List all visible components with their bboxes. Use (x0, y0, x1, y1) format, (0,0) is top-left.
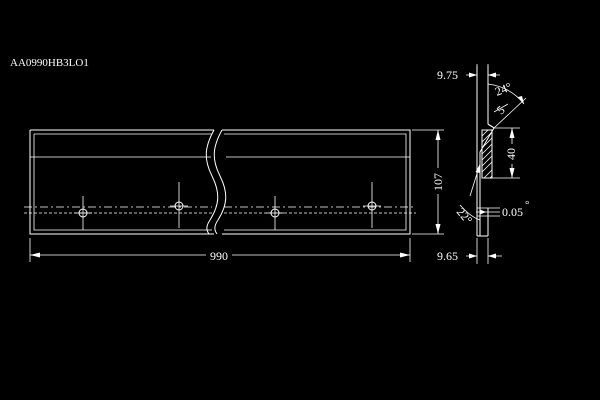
top-thickness-extension (476, 64, 489, 88)
arrow (475, 164, 480, 173)
arrow (509, 128, 515, 138)
arrow-left (30, 252, 40, 258)
bottom-thickness-label: 9.65 (437, 249, 458, 263)
hole-center-mark (363, 182, 381, 228)
blade-inner-right (224, 133, 407, 231)
bevel-hatch (481, 129, 493, 179)
arrow (509, 168, 515, 178)
top-thickness-dimension: 9.75 (437, 64, 500, 88)
arrow (469, 253, 477, 259)
bevel-edge (487, 123, 495, 129)
height-label: 107 (431, 173, 445, 191)
length-label: 990 (210, 249, 228, 263)
hatch-lines (481, 129, 493, 179)
tip-value-label: 0.05 (502, 205, 523, 219)
hole-center-mark (266, 196, 284, 230)
blade-outline-right (222, 129, 411, 235)
arrow (488, 72, 496, 78)
blade-outline-left (29, 129, 214, 235)
mounting-holes (74, 182, 381, 230)
arrow (518, 96, 524, 104)
angle-leader (493, 97, 527, 129)
arrow-top (435, 130, 441, 140)
length-dimension: 990 (29, 238, 411, 263)
bottom-thickness-dimension: 9.65 (437, 238, 502, 264)
top-angle-label: 24° (493, 79, 514, 98)
top-angle-dimension: 24° 5 (487, 79, 527, 129)
bottom-thickness-extension (476, 238, 489, 264)
side-view: 9.75 24° 5 40 (437, 64, 529, 264)
top-thickness-label: 9.75 (437, 68, 458, 82)
bottom-angle-dimension: 22° (454, 163, 481, 227)
hole-center-mark (74, 196, 92, 230)
tip-arrow (480, 209, 486, 215)
length-extension-lines (29, 238, 411, 262)
break-line-right (213, 129, 227, 235)
small-value-label: 5 (494, 103, 508, 118)
height-dimension: 107 (412, 129, 445, 235)
arrow-bottom (435, 224, 441, 234)
arrow (469, 72, 477, 78)
bevel-extension-lines (492, 127, 520, 179)
tip-degree-mark: ° (525, 199, 529, 211)
hole-center-mark (170, 182, 188, 228)
blade-inner-left (33, 133, 212, 231)
front-view: 990 107 (24, 129, 445, 263)
arrow (488, 253, 496, 259)
part-number-label: AA0990HB3LO1 (10, 57, 89, 69)
length-label-bg (206, 248, 232, 262)
bevel-height-label: 40 (504, 148, 518, 160)
height-extension-lines (412, 129, 444, 235)
bottom-angle-label: 22° (454, 205, 476, 227)
height-label-bg (430, 168, 444, 194)
small-value-leader (493, 103, 509, 113)
bevel-label-bg (504, 144, 518, 164)
arrow-right (400, 252, 410, 258)
break-line-left (205, 129, 219, 235)
bevel-height-dimension: 40 (492, 127, 520, 179)
